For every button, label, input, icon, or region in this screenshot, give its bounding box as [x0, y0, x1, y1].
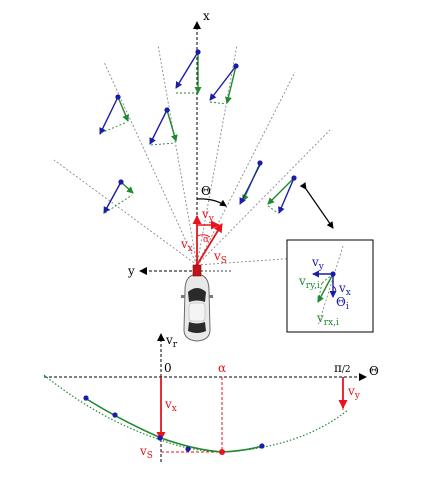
theta-label: Θ	[201, 184, 211, 198]
car-icon	[181, 273, 213, 342]
zoom-link-arrow	[299, 182, 334, 229]
alpha-tick-label: α	[218, 361, 226, 375]
inset-vrx-label: vrx,i	[316, 311, 339, 328]
inset-vy-label: vy	[311, 255, 325, 272]
inset-theta-label: Θi	[336, 295, 349, 312]
plot-vy-label: vy	[347, 384, 361, 401]
radar-sensor	[192, 264, 202, 277]
inset-vx-label: vx	[338, 281, 351, 298]
inset-box	[286, 239, 374, 333]
y-axis-label: y	[127, 264, 135, 278]
pi-half-label: π/2	[334, 361, 351, 375]
ego-vx-label: vx	[180, 237, 193, 254]
detection-vectors	[99, 49, 297, 214]
theta-arc	[196, 198, 227, 207]
ego-alpha-label: α	[203, 235, 209, 245]
theta-axis-label: Θ	[369, 364, 379, 378]
ego-vs-label: vS	[213, 249, 227, 266]
velocity-profile-curve	[43, 374, 349, 453]
vr-axis-label: vr	[165, 333, 178, 350]
plot-vs-label: vS	[139, 444, 153, 461]
ego-vy-label: vy	[201, 207, 215, 224]
zero-label: 0	[164, 361, 172, 375]
x-axis-label: x	[203, 9, 210, 23]
inset-vry-label: vry,i	[298, 274, 320, 291]
plot-vx-label: vx	[164, 397, 177, 414]
bottom-plot	[43, 333, 367, 462]
ego-velocity-vectors	[192, 215, 223, 266]
